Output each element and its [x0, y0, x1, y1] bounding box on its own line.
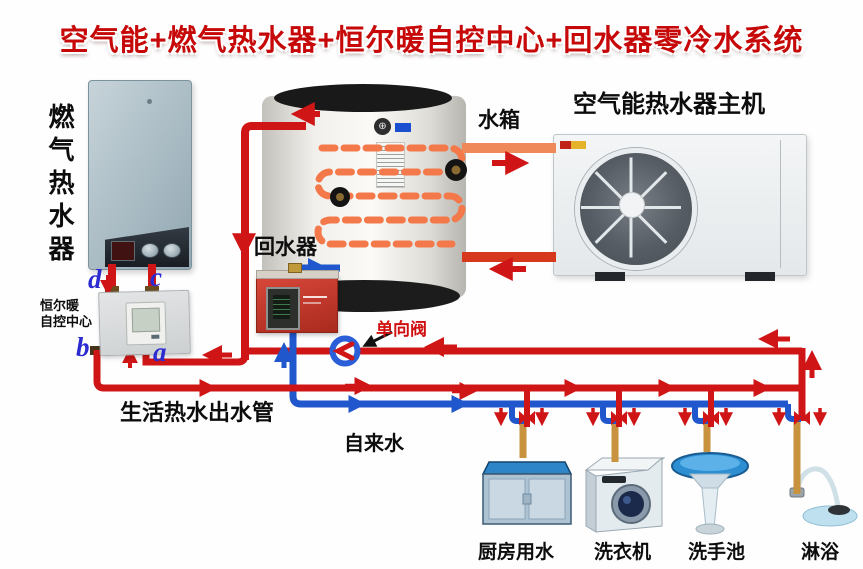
junction-cold-elbow — [509, 404, 528, 424]
control-center-unit — [98, 289, 191, 357]
gas-heater-label: 燃气热水器 — [45, 103, 75, 268]
diagram-title: 空气能+燃气热水器+恒尔暖自控中心+回水器零冷水系统 — [59, 25, 804, 57]
shower-head — [828, 505, 850, 515]
fixture-label-shower: 淋浴 — [801, 542, 840, 563]
kitchen-sink-image — [481, 452, 573, 537]
gas-heater-knob-right — [163, 243, 181, 258]
tank-port-left-fitting — [336, 193, 344, 201]
heat-pump-panel-divider — [780, 140, 781, 268]
heat-pump-label-chip-red — [560, 141, 571, 149]
washer-top — [584, 457, 666, 471]
washing-machine-drawing — [584, 456, 666, 533]
water-tank-brand-chip — [395, 123, 411, 132]
sink-panel — [528, 478, 566, 520]
junction-valves — [519, 411, 810, 425]
check-valve-chevron — [332, 341, 355, 361]
gas-heater-knob-left — [141, 243, 159, 258]
shower-hose — [795, 466, 841, 507]
washer-door-highlight — [623, 496, 631, 504]
hot-distribution-line — [93, 350, 800, 392]
control-center-label-line1: 恒尔暖 — [40, 298, 80, 313]
kitchen-sink-drawing — [481, 461, 573, 525]
gas-heater-unit — [88, 80, 192, 270]
tap-water-label: 自来水 — [344, 433, 404, 455]
water-tank-brand-logo: ⊕ — [374, 118, 391, 135]
basin-base — [695, 523, 725, 535]
control-center-label: 恒尔暖 自控中心 — [40, 298, 92, 330]
washer-slot — [602, 476, 626, 483]
junction-cold-elbow — [600, 404, 619, 424]
tank-outlet-pipe — [241, 122, 306, 360]
control-center-label-line2: 自控中心 — [40, 314, 93, 329]
check-valve-label: 单向阀 — [376, 320, 427, 339]
port-c-label: c — [150, 262, 162, 292]
heat-pump-label: 空气能热水器主机 — [573, 91, 765, 118]
hot-water-outlet-label: 生活热水出水管 — [120, 400, 275, 425]
port-a-line — [142, 346, 249, 366]
return-device-top-fitting — [288, 263, 302, 273]
return-device-brand-mark — [303, 296, 327, 298]
wash-basin-image — [668, 448, 752, 541]
gas-heater-vent-dot — [147, 99, 152, 104]
heat-pump-unit — [553, 134, 807, 276]
port-d-label: d — [88, 264, 102, 294]
gas-heater-display — [111, 241, 135, 261]
fixture-label-basin: 洗手池 — [688, 542, 746, 563]
port-a-label: a — [153, 337, 167, 367]
fan-hub — [619, 192, 645, 218]
sink-handle — [522, 493, 532, 505]
return-water-device — [256, 263, 339, 333]
sink-panel — [488, 478, 526, 520]
washing-machine-image — [582, 452, 668, 541]
return-device-screen — [273, 295, 290, 319]
return-device-brand-mark — [303, 302, 321, 304]
tap-water-line — [289, 264, 788, 408]
return-device-display — [266, 287, 300, 330]
heat-pump-foot-right — [745, 272, 775, 281]
junction-down-arrows — [494, 408, 827, 427]
heat-pump-fan — [575, 148, 697, 270]
heat-pump-foot-left — [595, 272, 625, 281]
port-b-label: b — [76, 332, 90, 362]
water-tank-label: 水箱 — [478, 109, 520, 132]
heat-pump-label-chip-yellow — [571, 141, 586, 149]
junction-cold-elbow — [692, 404, 711, 424]
junction-cold-elbow — [785, 404, 801, 422]
fixture-label-kitchen: 厨房用水 — [478, 542, 555, 563]
control-center-screen — [131, 307, 161, 333]
tank-port-right-fitting — [451, 165, 461, 175]
fixture-label-washer: 洗衣机 — [594, 542, 652, 563]
check-valve-pointer-arrow — [362, 330, 393, 347]
wash-basin-drawing — [671, 452, 749, 535]
basin-water — [680, 455, 740, 471]
return-device-label: 回水器 — [254, 236, 317, 259]
